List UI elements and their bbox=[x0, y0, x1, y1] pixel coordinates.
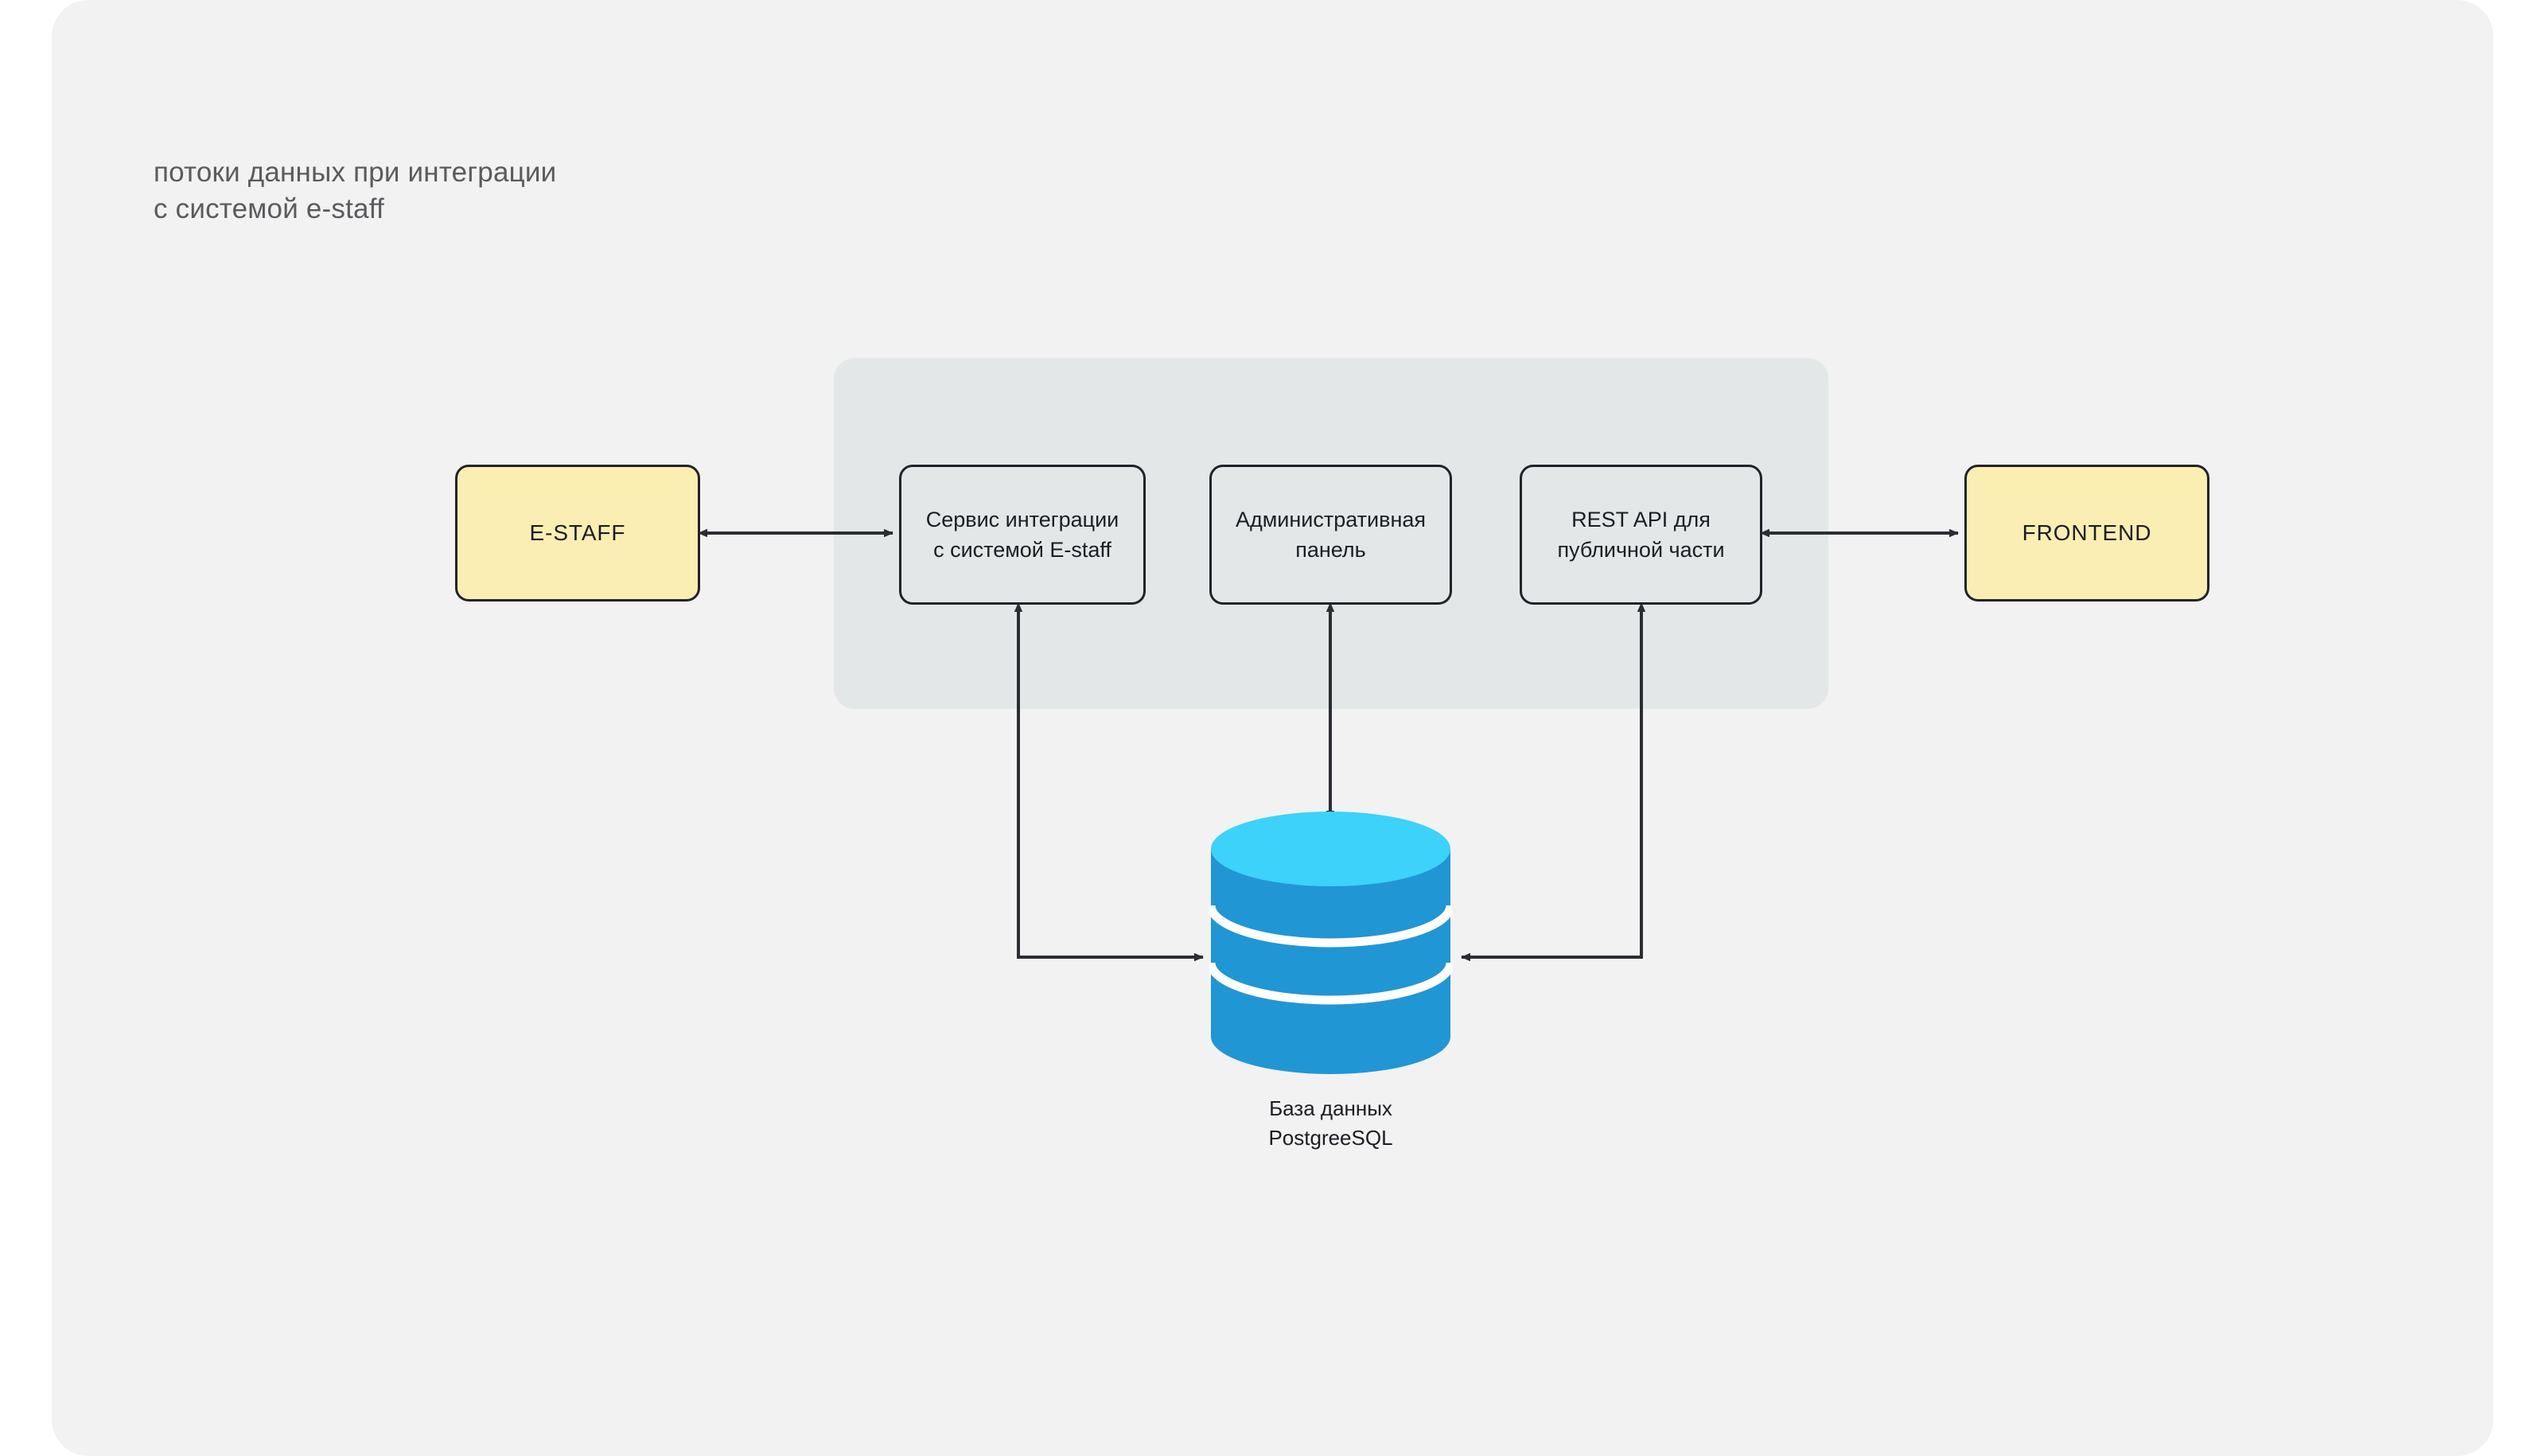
node-rest-api[interactable]: REST API для публичной части bbox=[1520, 465, 1762, 605]
node-estaff-label: E-STAFF bbox=[529, 520, 626, 546]
node-database[interactable]: База данных PostgreeSQL bbox=[1209, 812, 1452, 1150]
node-integration-service-label: Сервис интеграции с системой E-staff bbox=[925, 507, 1119, 562]
node-database-label: База данных PostgreeSQL bbox=[1268, 1096, 1393, 1150]
node-frontend[interactable]: FRONTEND bbox=[1964, 465, 2209, 601]
node-admin-panel[interactable]: Административная панель bbox=[1209, 465, 1452, 605]
diagram-canvas: потоки данных при интеграции с системой … bbox=[52, 0, 2493, 1456]
node-integration-service[interactable]: Сервис интеграции с системой E-staff bbox=[899, 465, 1146, 605]
node-rest-api-label: REST API для публичной части bbox=[1557, 507, 1725, 562]
node-estaff[interactable]: E-STAFF bbox=[455, 465, 700, 601]
page-title: потоки данных при интеграции с системой … bbox=[154, 157, 557, 225]
node-admin-panel-label: Административная панель bbox=[1235, 507, 1427, 562]
database-cylinder-icon bbox=[1209, 812, 1452, 1074]
node-frontend-label: FRONTEND bbox=[2022, 520, 2152, 546]
